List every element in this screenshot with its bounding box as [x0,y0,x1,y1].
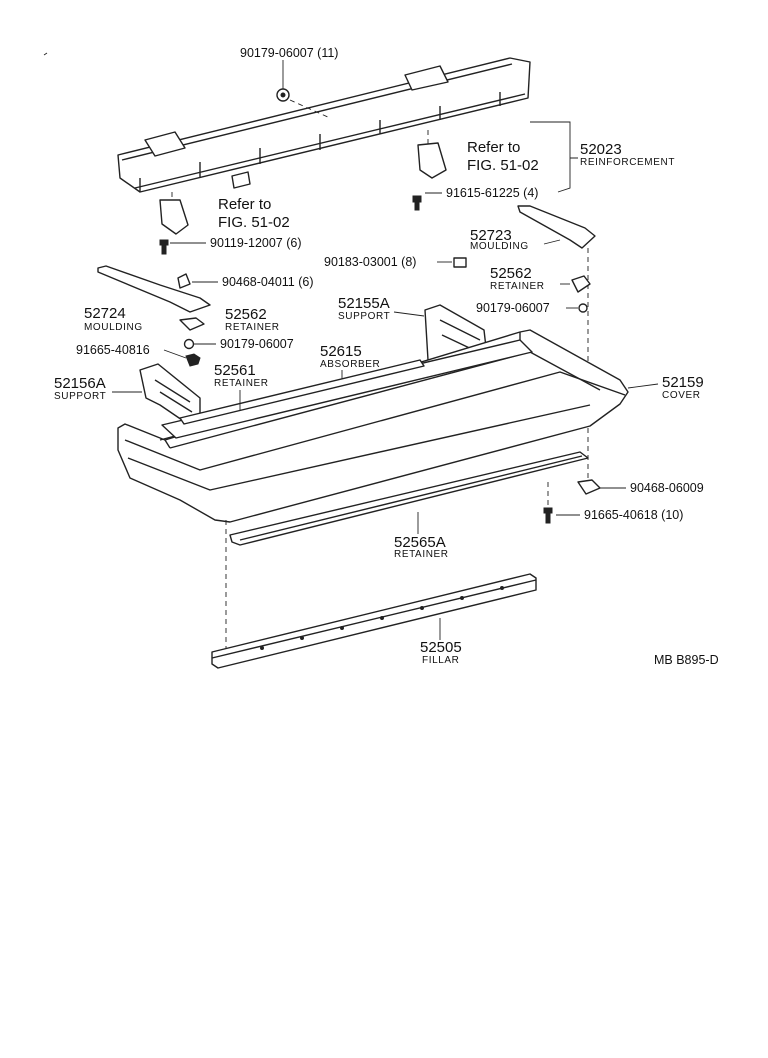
label-52724: 52724 [84,305,126,322]
bolt-icon [159,239,169,255]
bolt-icon [185,353,201,367]
label-support-right: SUPPORT [338,311,390,322]
leader-reinforcement-nut [289,99,331,119]
label-90119-12007: 90119-12007 (6) [210,236,302,250]
label-52615: 52615 [320,343,362,360]
leader-52723 [543,239,561,245]
retainer-left-part [179,317,205,331]
leader-91665-40816 [163,349,187,359]
label-52023: 52023 [580,141,622,158]
clip-icon [453,257,467,268]
reference-code: MB B895-D [654,653,719,667]
retainer-52561-part [179,359,425,425]
label-52505: 52505 [420,639,462,656]
bracket-right-part [417,142,447,179]
label-52562-right: 52562 [490,265,532,282]
label-retainer-52561: RETAINER [214,378,269,389]
bracket-left-part [159,199,189,235]
refer-left-line1: Refer to [218,196,271,213]
label-filler: FILLAR [422,655,460,666]
retainer-right-part [571,275,591,293]
label-moulding-left: MOULDING [84,322,143,333]
label-90179-06007-11: 90179-06007 (11) [240,46,338,60]
stray-mark [43,52,48,56]
nut-icon [183,338,195,350]
leader-52159 [627,383,659,389]
label-91615-61225: 91615-61225 (4) [446,186,538,200]
label-52156a: 52156A [54,375,106,392]
label-retainer-52565a: RETAINER [394,549,449,560]
moulding-right-part [517,205,596,249]
label-91665-40618: 91665-40618 (10) [584,508,683,522]
refer-right-line2: FIG. 51-02 [467,157,539,174]
label-90183-03001: 90183-03001 (8) [324,255,416,269]
label-52565a: 52565A [394,534,446,551]
label-absorber: ABSORBER [320,359,380,370]
label-90468-04011: 90468-04011 (6) [222,275,314,289]
label-90179-06007-left: 90179-06007 [220,337,294,351]
nut-icon [578,303,588,313]
moulding-left-part [97,265,211,313]
refer-right-line1: Refer to [467,139,520,156]
clip-icon [177,273,191,289]
label-90468-06009: 90468-06009 [630,481,704,495]
label-91665-40816: 91665-40816 [76,343,150,357]
label-retainer-left: RETAINER [225,322,280,333]
label-52561: 52561 [214,362,256,379]
refer-left-line2: FIG. 51-02 [218,214,290,231]
label-support-left: SUPPORT [54,391,106,402]
label-cover: COVER [662,390,701,401]
label-retainer-right: RETAINER [490,281,545,292]
label-90179-06007-right: 90179-06007 [476,301,550,315]
filler-part [211,573,537,669]
label-52155a: 52155A [338,295,390,312]
label-reinforcement: REINFORCEMENT [580,157,675,168]
reinforcement-part [117,57,531,193]
bolt-icon [543,507,553,524]
label-52159: 52159 [662,374,704,391]
nut-hole-icon [280,92,286,98]
label-52562-left: 52562 [225,306,267,323]
clip-icon [577,479,601,495]
label-moulding-right: MOULDING [470,241,529,252]
leader-52023 [530,121,578,193]
label-52723: 52723 [470,227,512,244]
bolt-icon [412,195,422,211]
leader-52155a [393,311,425,317]
